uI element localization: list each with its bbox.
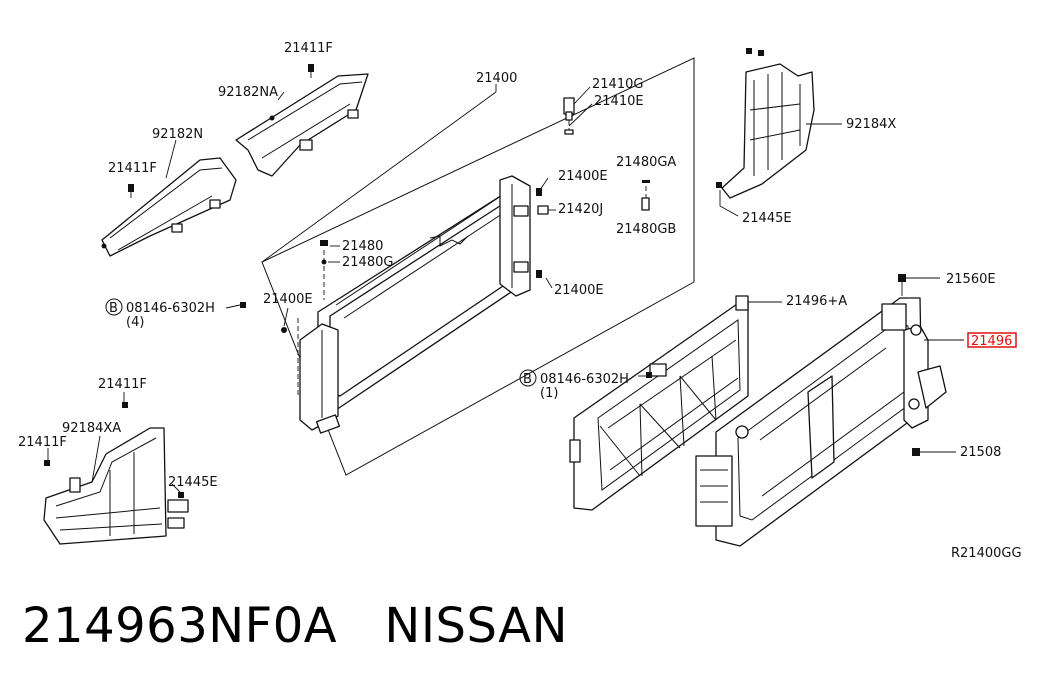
label-21400E: 21400E [554,283,604,298]
label-08146-6302H: 08146-6302H [540,372,629,387]
label-21560E: 21560E [946,272,996,287]
radiator-hardware [281,188,549,395]
highlighted-part-21496[interactable]: 21496 [967,332,1017,349]
diagram-reference-code: R21400GG [951,546,1022,561]
circle-b-letter: B [109,301,118,316]
label-21411F: 21411F [284,41,333,56]
label-08146-6302H: 08146-6302H [126,301,215,316]
brand-name: NISSAN [384,598,569,654]
fasteners-right [240,274,920,456]
label-21400: 21400 [476,71,517,86]
air-guide-92184XA [43,402,189,545]
label-21411F: 21411F [98,377,147,392]
label-21480: 21480 [342,239,383,254]
label-21496: 21496 [971,334,1012,349]
label-21445E: 21445E [168,475,218,490]
air-guide-92184X [716,48,815,217]
radiator-core-support-21496 [695,297,947,547]
label-21420J: 21420J [558,202,603,217]
bolt-callout-4: B 08146-6302H (4) [105,298,215,330]
label-21411F: 21411F [108,161,157,176]
label-quantity-1: (1) [540,386,558,401]
label-21508: 21508 [960,445,1001,460]
leader-lines [47,84,964,493]
label-quantity-4: (4) [126,315,144,330]
label-21480GB: 21480GB [616,222,676,237]
circle-b-letter: B [523,372,532,387]
radiator-cap-parts [563,86,593,135]
bolt-callout-1: B 08146-6302H (1) [519,369,629,401]
air-guide-92182NA [235,73,369,177]
label-21411F: 21411F [18,435,67,450]
fan-shroud-21496A [569,295,749,511]
radiator-core [299,175,531,434]
drain-plug-parts [641,180,650,211]
label-92184XA: 92184XA [62,421,121,436]
label-21496A: 21496+A [786,294,847,309]
label-21445E: 21445E [742,211,792,226]
callout-labels: 21411F 92182NA 21400 21410G 21410E 92184… [18,41,1022,561]
clip-bolts-upper [128,64,314,198]
label-21480GA: 21480GA [616,155,676,170]
label-21410G: 21410G [592,77,643,92]
part-number: 214963NF0A [22,598,338,654]
label-92182N: 92182N [152,127,203,142]
part-number-footer: 214963NF0A NISSAN [22,598,568,654]
label-21410E: 21410E [594,94,644,109]
parts-diagram: 21411F 92182NA 21400 21410G 21410E 92184… [18,41,1022,561]
label-92182NA: 92182NA [218,85,278,100]
air-guide-92182N [101,157,237,257]
label-21400E: 21400E [263,292,313,307]
label-21400E: 21400E [558,169,608,184]
label-21480G: 21480G [342,255,393,270]
label-92184X: 92184X [846,117,896,132]
